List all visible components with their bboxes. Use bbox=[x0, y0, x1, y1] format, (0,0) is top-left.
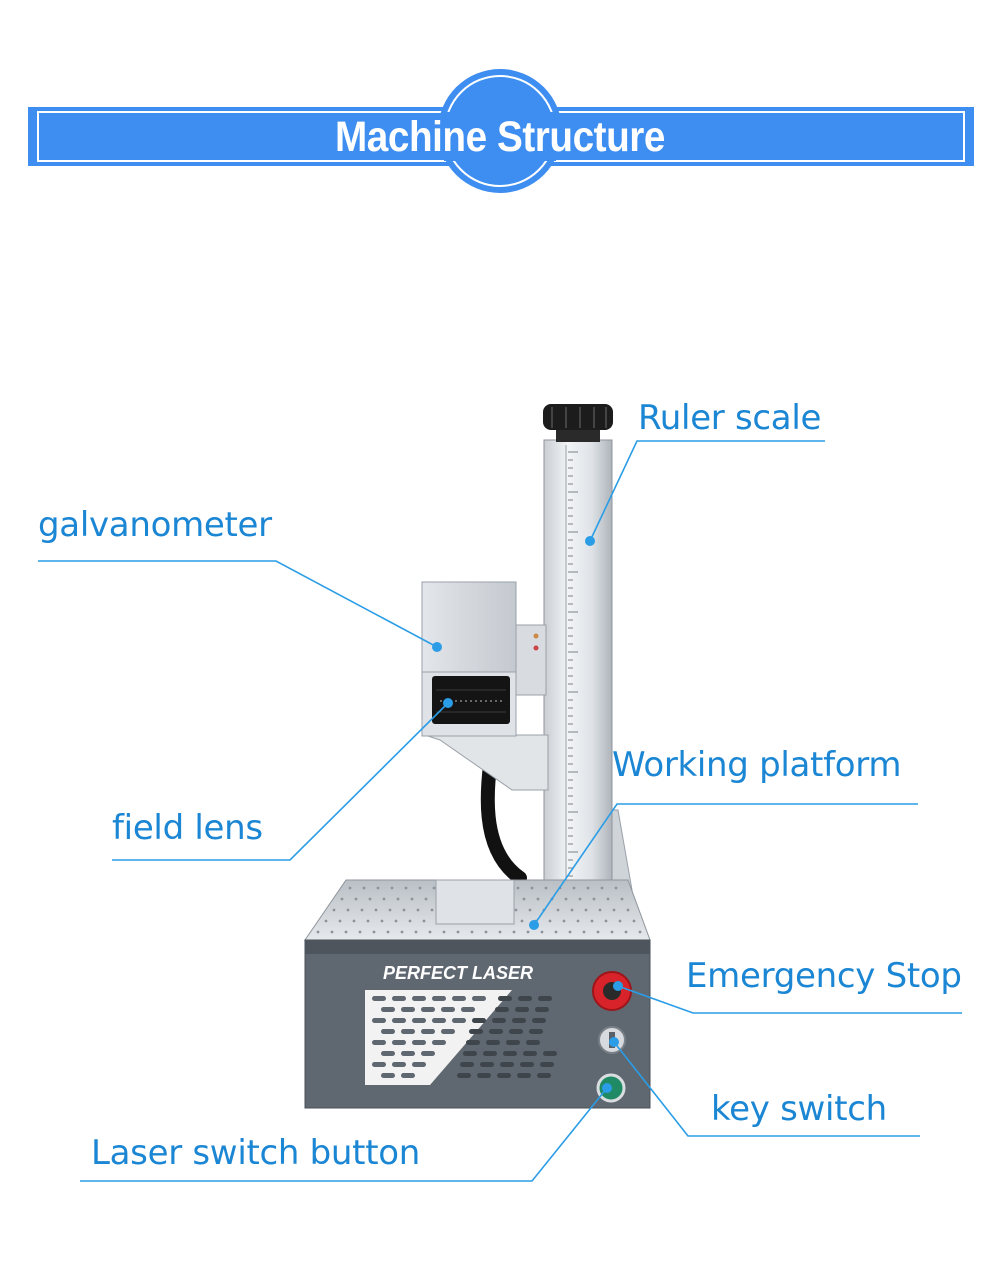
ruler-ticks bbox=[568, 451, 578, 893]
callout-dot-laser-switch bbox=[602, 1083, 612, 1093]
page-title: Machine Structure bbox=[335, 113, 665, 161]
callout-line-laser-switch bbox=[80, 1087, 608, 1182]
vent-panel bbox=[365, 990, 512, 1085]
label-laser-switch-button: Laser switch button bbox=[91, 1133, 420, 1173]
label-key-switch: key switch bbox=[711, 1089, 887, 1129]
label-ruler-scale: Ruler scale bbox=[638, 398, 822, 438]
head-mount-plate bbox=[513, 624, 547, 696]
callout-dot-ruler-scale bbox=[585, 536, 595, 546]
callout-line-emergency-stop bbox=[617, 985, 962, 1014]
header-banner bbox=[28, 69, 974, 193]
vent-slots bbox=[372, 996, 557, 1078]
callout-line-ruler-scale bbox=[589, 440, 825, 542]
galvanometer-head bbox=[421, 581, 517, 673]
label-field-lens: field lens bbox=[112, 808, 263, 848]
column-knob bbox=[543, 404, 613, 430]
callout-dot-key-switch bbox=[609, 1037, 619, 1047]
field-lens-barrel bbox=[432, 676, 510, 724]
platform-block bbox=[435, 879, 515, 925]
callout-dot-galvanometer bbox=[432, 642, 442, 652]
body-top-edge bbox=[305, 940, 650, 954]
callout-line-key-switch bbox=[613, 1041, 920, 1137]
callout-line-working-platform bbox=[533, 803, 918, 926]
callout-line-galvanometer bbox=[38, 560, 438, 648]
callout-line-field-lens bbox=[112, 702, 449, 861]
knob-neck bbox=[556, 428, 600, 442]
label-emergency-stop: Emergency Stop bbox=[686, 956, 962, 996]
banner-circle-mask bbox=[444, 112, 556, 161]
callout-dot-emergency-stop bbox=[613, 981, 623, 991]
lifting-column bbox=[543, 439, 613, 906]
brand-logo: PERFECT LASER bbox=[383, 963, 533, 983]
head-bracket bbox=[424, 734, 549, 791]
callout-dot-working-platform bbox=[529, 920, 539, 930]
callout-dot-field-lens bbox=[443, 698, 453, 708]
label-working-platform: Working platform bbox=[612, 745, 902, 785]
label-galvanometer: galvanometer bbox=[38, 505, 272, 545]
